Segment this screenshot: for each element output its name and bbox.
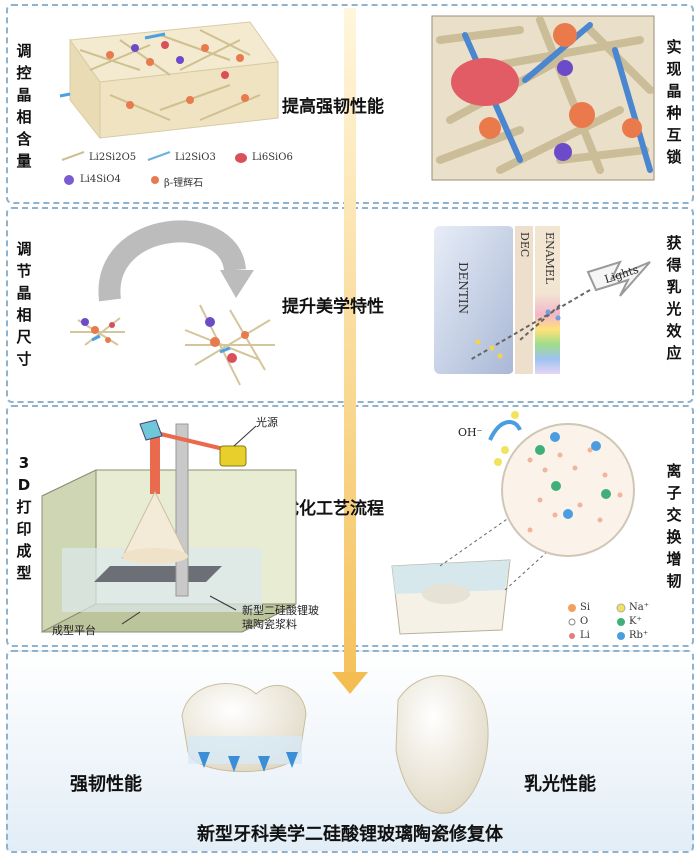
ion-legend-o: O [580,616,589,627]
panel1-center-label: 提高强韧性能 [282,97,384,117]
ion-legend-rb: Rb⁺ [629,630,649,641]
legend-li2sio3: Li2SiO3 [175,152,216,163]
ion-legend-na: Na⁺ [629,602,649,613]
ion-legend-k: K⁺ [629,616,642,627]
panel2-left-title: 调节晶相尺寸 [16,240,32,368]
panel2-center-label: 提升美学特性 [282,297,384,317]
ion-legend-si: Si [580,602,591,613]
panel2-right-title: 获得乳光效应 [666,234,682,362]
platform-label: 成型平台 [52,624,96,637]
toughness-label: 强韧性能 [70,774,142,795]
panel3-left-title: 3D打印成型 [16,454,32,582]
legend-li4sio4: Li4SiO4 [80,174,121,185]
panel1-left-title: 调控晶相含量 [16,42,32,170]
panel1-right-title: 实现晶种互锁 [666,38,682,166]
legend-spodumene: β-锂辉石 [164,178,204,189]
slurry-label: 新型二硅酸锂玻璃陶瓷浆料 [242,604,319,631]
light-source-label: 光源 [256,416,278,429]
panel3-right-title: 离子交换增韧 [666,462,682,590]
legend-li6sio6: Li6SiO6 [252,152,293,163]
restoration-title: 新型牙科美学二硅酸锂玻璃陶瓷修复体 [197,824,503,845]
opalescence-label: 乳光性能 [524,774,596,795]
oh-label: OH⁻ [458,426,483,439]
panel3-center-label: 优化工艺流程 [282,499,384,519]
legend-li2si2o5: Li2Si2O5 [89,152,137,163]
ion-legend-li: Li [580,630,590,641]
